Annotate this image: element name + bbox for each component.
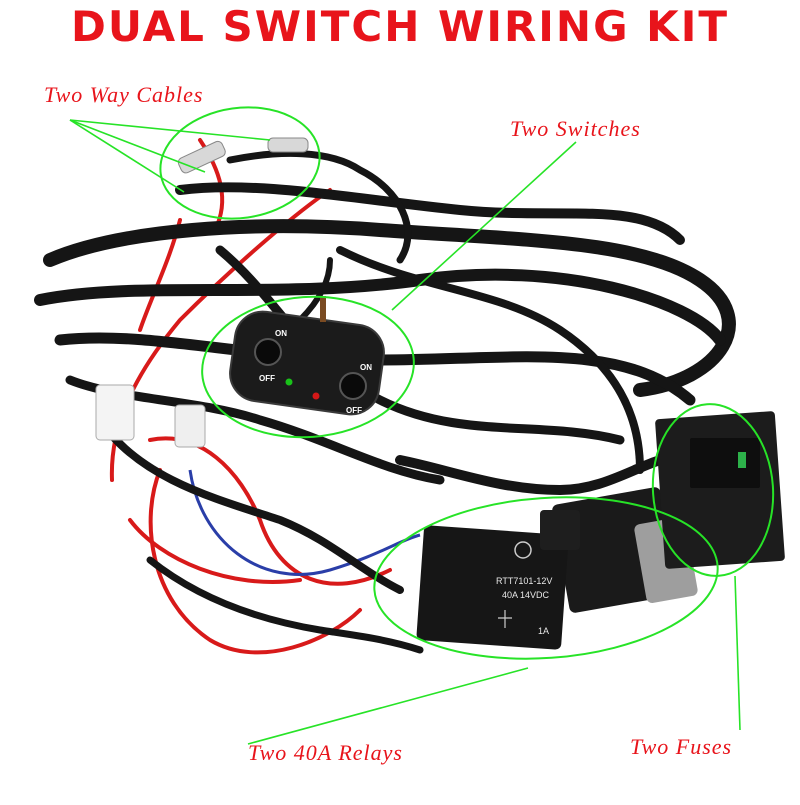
relay-model-label: RTT7101-12V <box>496 576 552 586</box>
left-switch-off-label: OFF <box>259 374 275 383</box>
callout-two-relays: Two 40A Relays <box>248 740 403 765</box>
right-switch-off-label: OFF <box>346 406 362 415</box>
pointer-lines <box>69 119 741 745</box>
callout-two-fuses: Two Fuses <box>630 734 733 759</box>
relay-mark-label: 1A <box>538 626 549 636</box>
white-connectors <box>95 137 309 448</box>
callout-two-way-cables: Two Way Cables <box>44 82 204 107</box>
highlight-ellipses <box>159 106 775 660</box>
callout-two-switches: Two Switches <box>510 116 641 141</box>
right-switch-on-label: ON <box>360 363 372 372</box>
relay-rating-label: 40A 14VDC <box>502 590 550 600</box>
fuse-holder <box>655 411 785 569</box>
black-wires <box>34 149 736 654</box>
switch-panel: ON OFF ON OFF <box>229 296 385 416</box>
left-switch-on-label: ON <box>275 329 287 338</box>
relay-front: RTT7101-12V 40A 14VDC 1A <box>416 510 580 650</box>
blue-wire <box>188 469 421 576</box>
page-title: DUAL SWITCH WIRING KIT <box>70 2 729 51</box>
